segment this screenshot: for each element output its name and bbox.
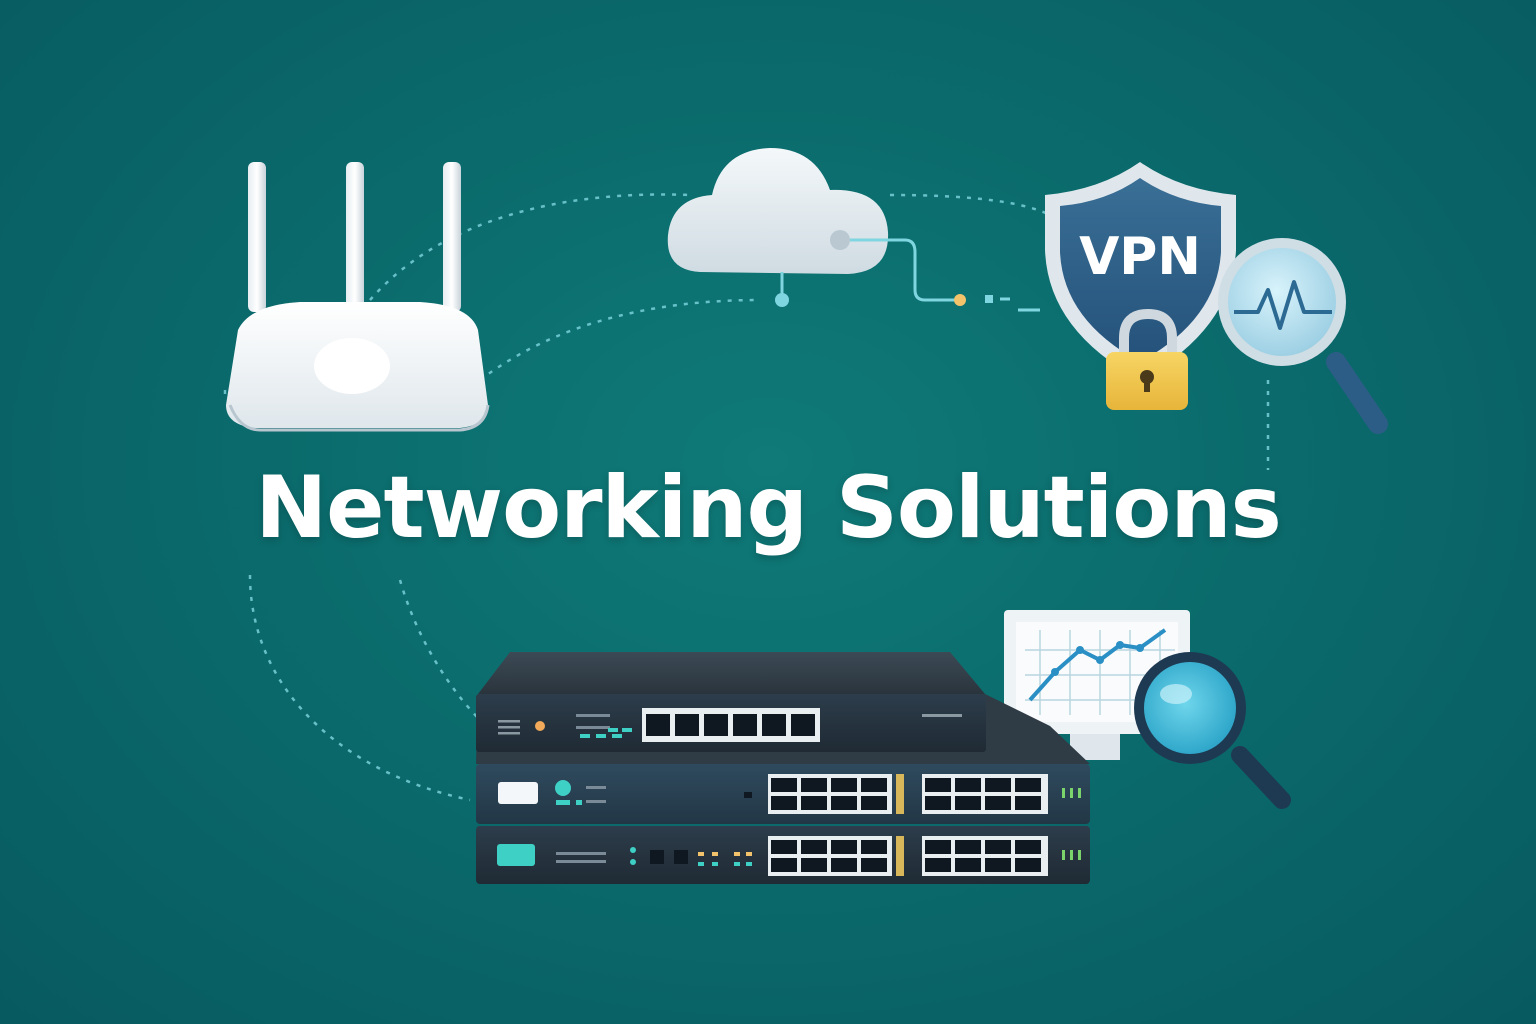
page-title: Networking Solutions <box>255 458 1282 558</box>
vpn-shield-icon: VPN <box>1045 162 1236 380</box>
padlock-icon <box>1106 308 1188 410</box>
cloud-icon <box>667 148 1040 312</box>
vpn-label: VPN <box>1079 227 1201 287</box>
network-switch-icon <box>476 652 1090 884</box>
magnifier-icon <box>1218 238 1388 434</box>
magnifier-icon <box>1134 652 1291 809</box>
connection-lines <box>223 193 1270 802</box>
wifi-router-icon <box>226 162 490 432</box>
